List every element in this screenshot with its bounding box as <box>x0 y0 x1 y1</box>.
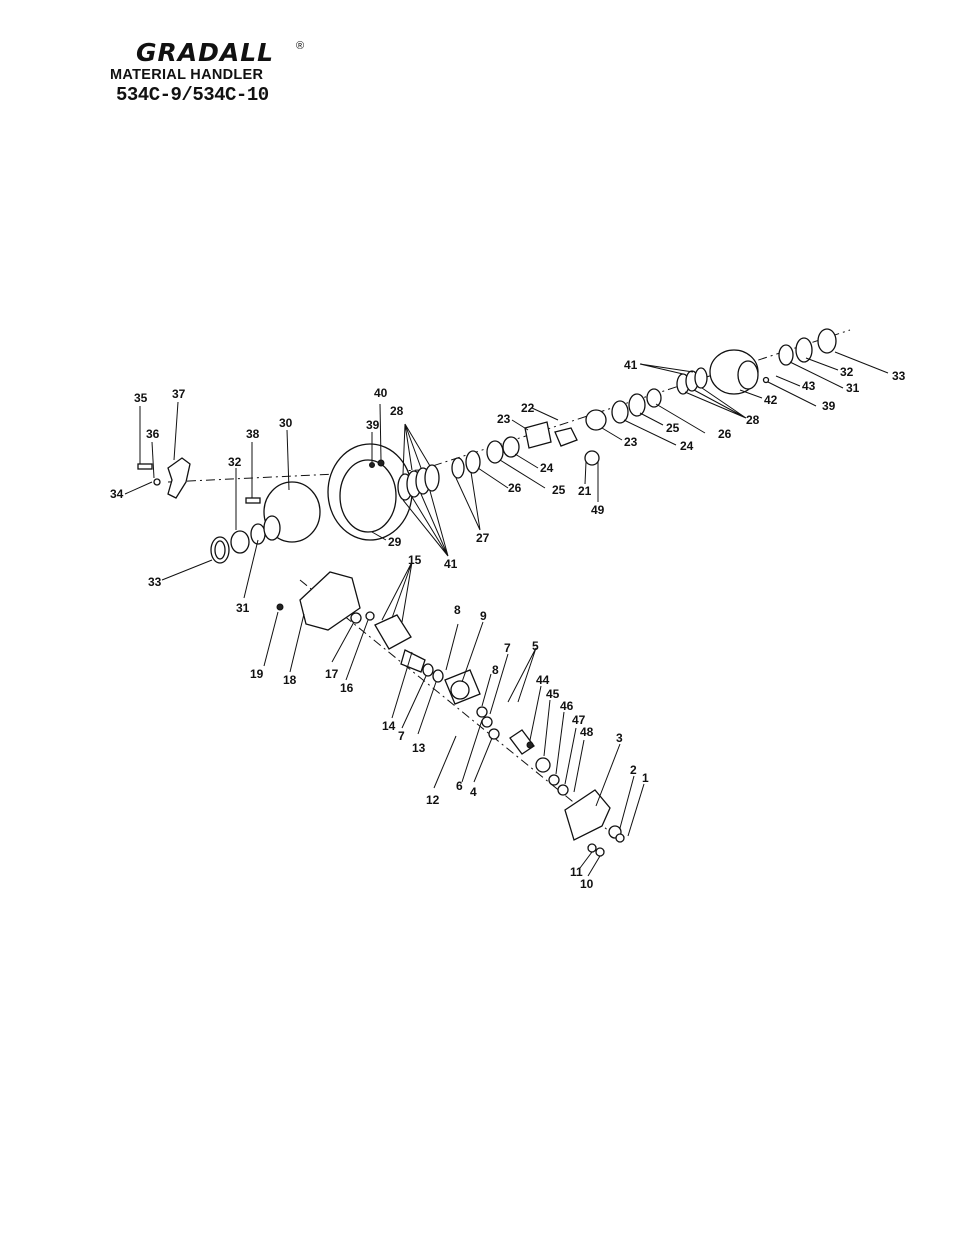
callout-30: 30 <box>279 416 293 430</box>
callout-39-right: 39 <box>822 399 836 413</box>
callout-35: 35 <box>134 391 148 405</box>
callout-19: 19 <box>250 667 264 681</box>
callout-39-left: 39 <box>366 418 380 432</box>
callout-25-right: 25 <box>666 421 680 435</box>
callout-6: 6 <box>456 779 463 793</box>
callout-45: 45 <box>546 687 560 701</box>
callout-31-right: 31 <box>846 381 860 395</box>
callout-38: 38 <box>246 427 260 441</box>
callout-5: 5 <box>532 639 539 653</box>
callout-41-left: 41 <box>444 557 458 571</box>
callout-31-left: 31 <box>236 601 250 615</box>
callout-21: 21 <box>578 484 592 498</box>
callout-42: 42 <box>764 393 778 407</box>
callout-26-left: 26 <box>508 481 522 495</box>
callout-4: 4 <box>470 785 477 799</box>
callout-44: 44 <box>536 673 550 687</box>
callout-7-left: 7 <box>398 729 405 743</box>
callout-24-left: 24 <box>540 461 554 475</box>
callout-12: 12 <box>426 793 440 807</box>
callout-8-right: 8 <box>492 663 499 677</box>
callout-49: 49 <box>591 503 605 517</box>
callout-15: 15 <box>408 553 422 567</box>
callout-17: 17 <box>325 667 339 681</box>
callout-37: 37 <box>172 387 186 401</box>
callout-25-left: 25 <box>552 483 566 497</box>
callout-24-right: 24 <box>680 439 694 453</box>
callout-8-left: 8 <box>454 603 461 617</box>
callout-29: 29 <box>388 535 402 549</box>
callout-28-right: 28 <box>746 413 760 427</box>
callout-41-right: 41 <box>624 358 638 372</box>
callout-3: 3 <box>616 731 623 745</box>
callout-34: 34 <box>110 487 124 501</box>
callout-27: 27 <box>476 531 490 545</box>
callout-32-left: 32 <box>228 455 242 469</box>
callout-48: 48 <box>580 725 594 739</box>
callout-43: 43 <box>802 379 816 393</box>
callout-40: 40 <box>374 386 388 400</box>
callout-14: 14 <box>382 719 396 733</box>
callout-2: 2 <box>630 763 637 777</box>
callout-1: 1 <box>642 771 649 785</box>
callout-10: 10 <box>580 877 594 891</box>
callout-16: 16 <box>340 681 354 695</box>
callout-28-left: 28 <box>390 404 404 418</box>
callout-22: 22 <box>521 401 535 415</box>
callout-9: 9 <box>480 609 487 623</box>
callout-33-left: 33 <box>148 575 162 589</box>
callout-23-left: 23 <box>497 412 511 426</box>
callout-46: 46 <box>560 699 574 713</box>
callout-33-right: 33 <box>892 369 906 383</box>
callout-23-right: 23 <box>624 435 638 449</box>
callout-18: 18 <box>283 673 297 687</box>
callout-32-right: 32 <box>840 365 854 379</box>
callout-36: 36 <box>146 427 160 441</box>
callout-7-right: 7 <box>504 641 511 655</box>
callout-26-right: 26 <box>718 427 732 441</box>
callout-13: 13 <box>412 741 426 755</box>
